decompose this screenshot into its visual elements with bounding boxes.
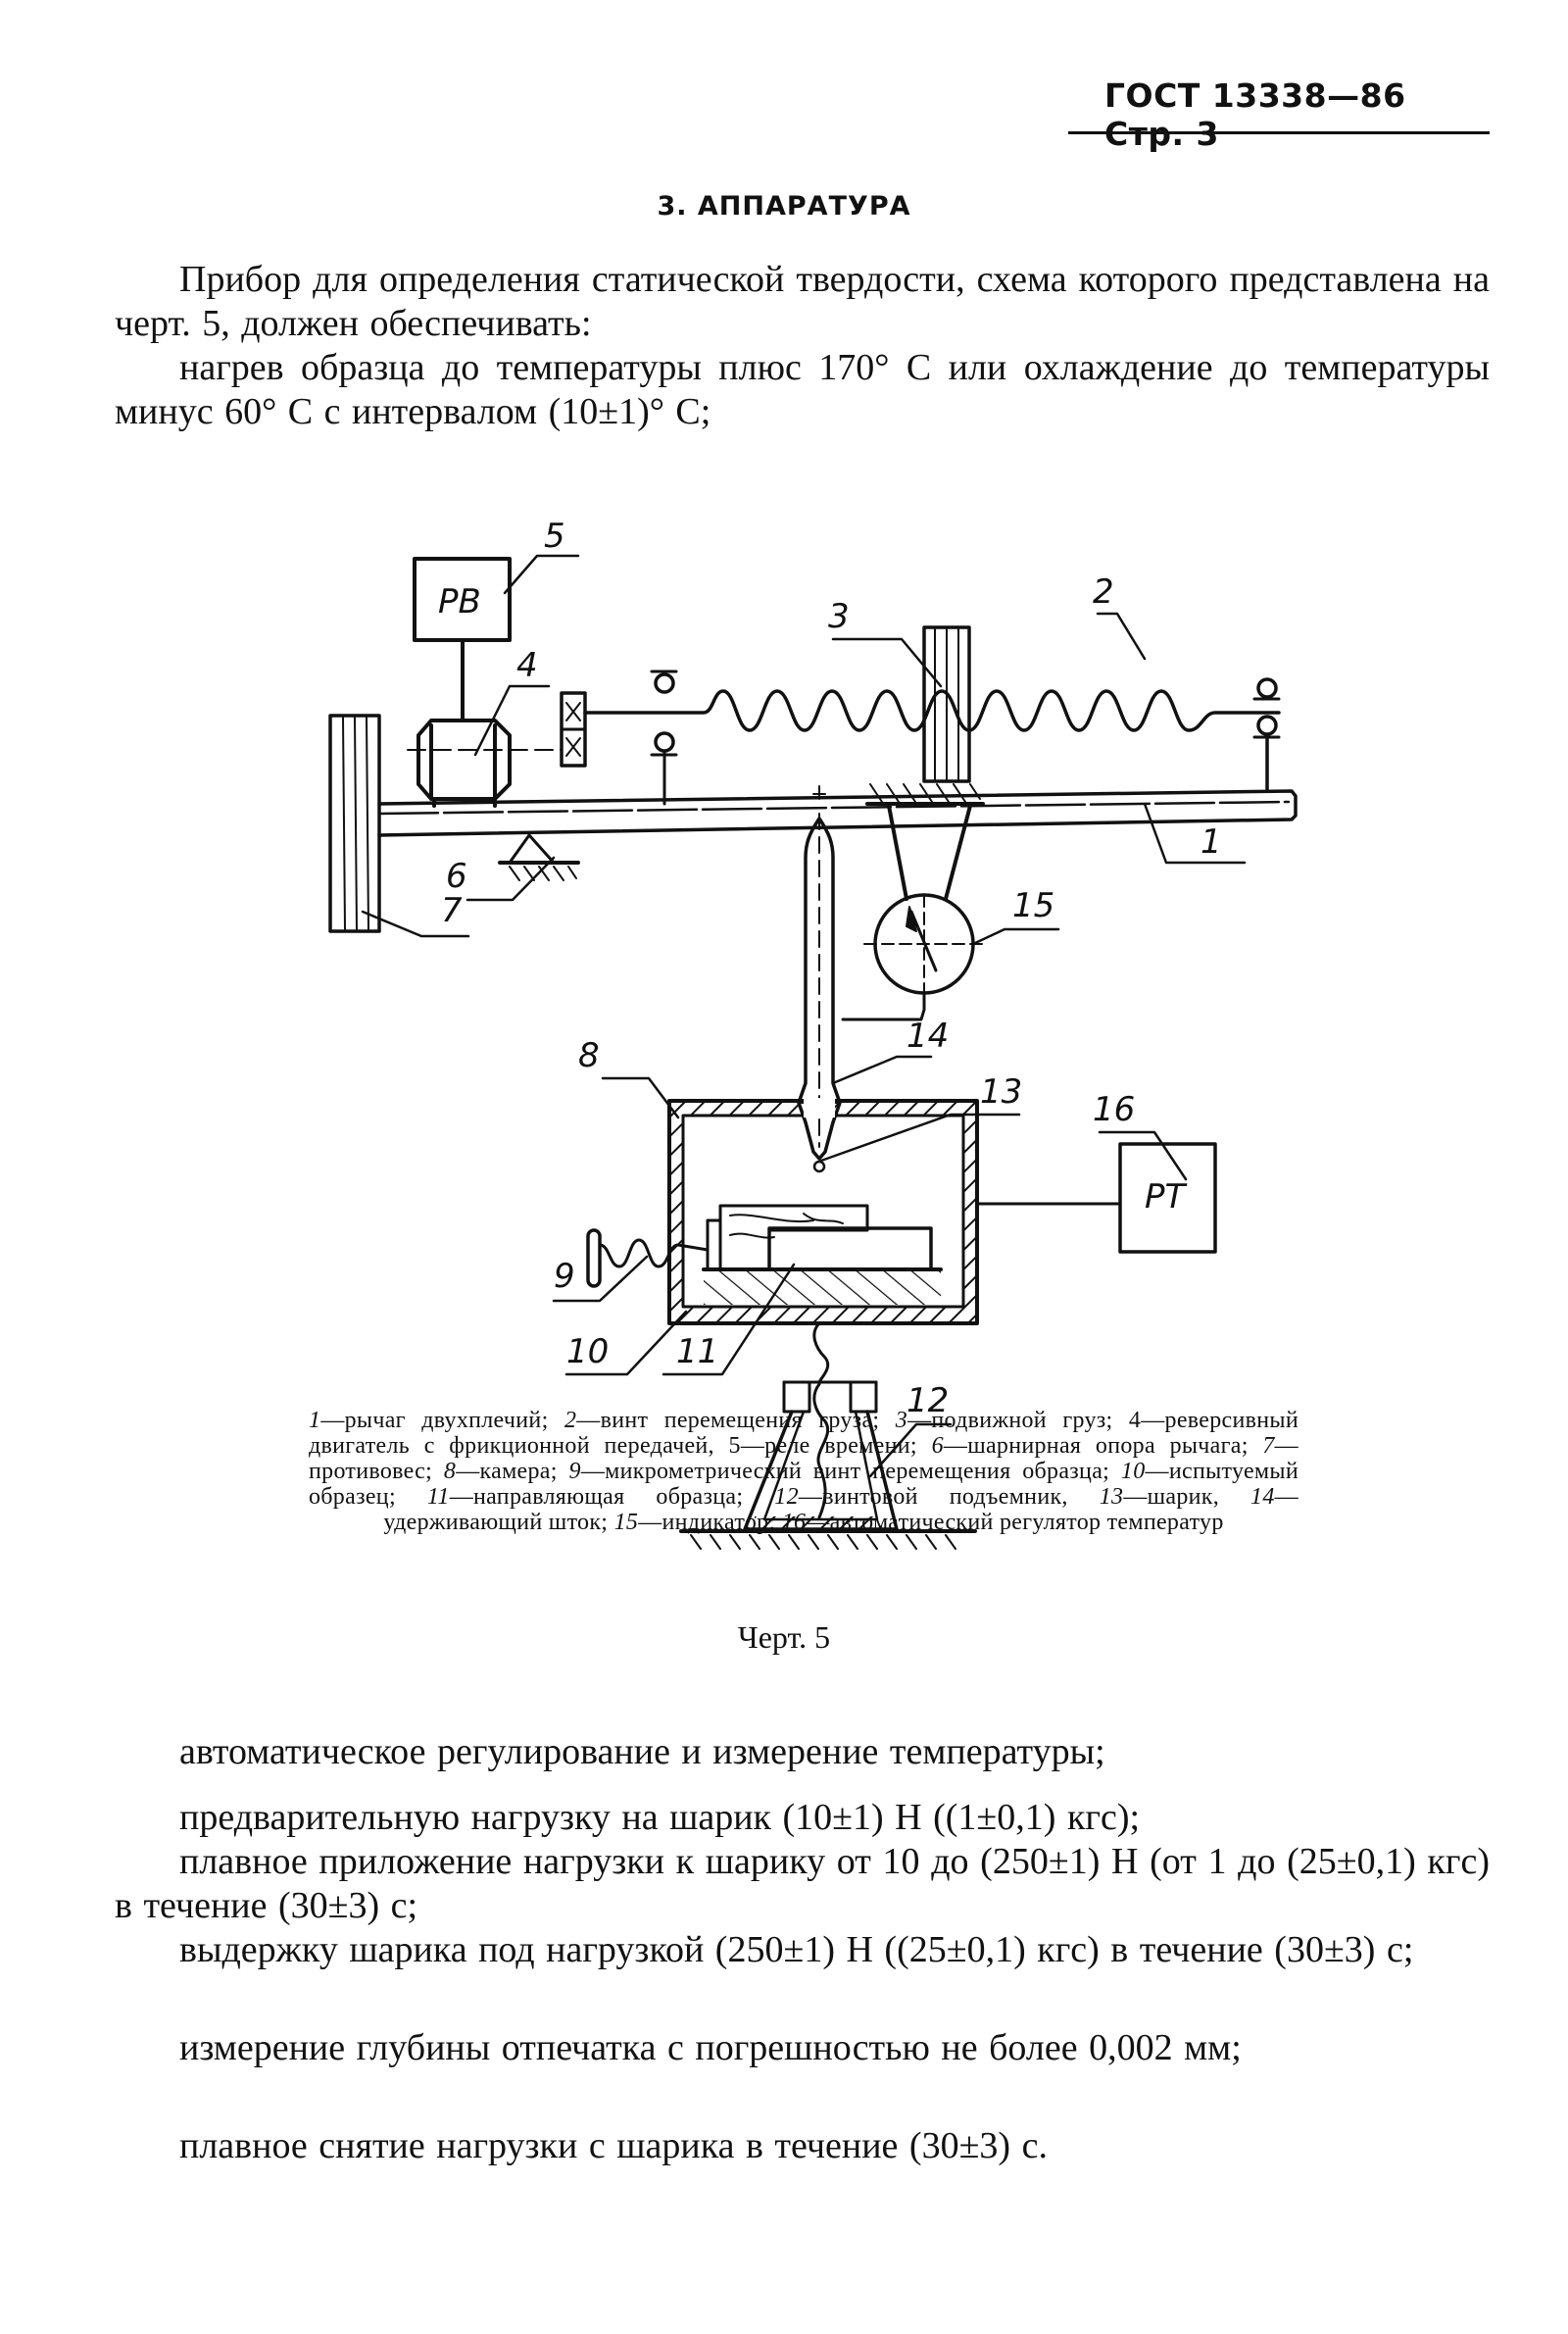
- callout-4: 4: [516, 646, 538, 685]
- legend-item: 6—шарнирная опора рычага;: [931, 1433, 1249, 1459]
- callout-12: 12: [906, 1381, 949, 1420]
- callout-8: 8: [578, 1036, 600, 1075]
- time-relay-block: PB: [413, 557, 512, 722]
- legend-item: 13—шарик,: [1099, 1484, 1220, 1510]
- legend-item: 9—микрометрический винт перемещения обра…: [568, 1459, 1110, 1484]
- callout-numbers: 5 4 3 2 1 6 7 8 9 10 11 12 13 14 15 16: [441, 517, 1222, 1420]
- callout-10: 10: [566, 1332, 609, 1371]
- standard-number: ГОСТ 13338—86: [1104, 76, 1406, 115]
- legend-item: 16—автоматический регулятор температур: [781, 1510, 1224, 1535]
- movable-weight: [922, 625, 971, 783]
- legend-item: 10—испытуемый образец;: [309, 1459, 1298, 1510]
- callout-9: 9: [554, 1257, 575, 1296]
- micrometric-screw: [586, 1228, 710, 1288]
- relay-label: PB: [438, 582, 481, 621]
- callout-leaders: [361, 554, 1247, 1478]
- specimen-and-guide: [702, 1204, 943, 1305]
- legend-item: 2—винт перемещения груза;: [564, 1408, 880, 1433]
- callout-5: 5: [544, 517, 565, 556]
- callout-16: 16: [1093, 1090, 1135, 1129]
- legend-item: 8—камера;: [443, 1459, 558, 1484]
- intro-text-1: Прибор для определения статической тверд…: [115, 259, 1490, 344]
- section-title: 3. АППАРАТУРА: [657, 191, 911, 222]
- intro-text-2: нагрев образца до температуры плюс 170° …: [115, 347, 1490, 432]
- legend-item: 15—индикатор;: [613, 1510, 776, 1535]
- callout-13: 13: [980, 1072, 1022, 1112]
- legend-item: 4—реверсивный двигатель с фрикционной пе…: [309, 1408, 1298, 1459]
- dial-indicator: [841, 783, 986, 1021]
- reversible-motor: [407, 719, 563, 808]
- left-bearing: [650, 670, 678, 806]
- callout-15: 15: [1012, 886, 1054, 925]
- intro-paragraph-1: Прибор для определения статической тверд…: [115, 258, 1490, 346]
- callout-6: 6: [446, 857, 467, 896]
- requirement-3: плавное приложение нагрузки к шарику от …: [115, 1841, 1490, 1926]
- callout-7: 7: [441, 891, 463, 930]
- coupling: [560, 691, 587, 768]
- figure-legend: 1—рычаг двухплечий; 2—винт перемещения г…: [309, 1408, 1298, 1535]
- legend-item: 12—винтовой подъемник,: [774, 1484, 1068, 1510]
- legend-item: 3—подвижной груз;: [895, 1408, 1113, 1433]
- callout-14: 14: [906, 1017, 949, 1056]
- two-arm-lever: [377, 789, 1298, 837]
- requirement-4: выдержку шарика под нагрузкой (250±1) Н …: [179, 1929, 1414, 1970]
- regulator-label: PT: [1145, 1177, 1188, 1217]
- legend-item: 7—противовес;: [309, 1433, 1298, 1484]
- callout-2: 2: [1093, 572, 1114, 612]
- apparatus-diagram: PB: [328, 517, 1298, 1550]
- requirement-2: предварительную нагрузку на шарик (10±1)…: [179, 1797, 1141, 1838]
- chamber: [667, 1098, 979, 1325]
- legend-item: 5—реле времени;: [728, 1433, 917, 1459]
- figure-title: Черт. 5: [737, 1619, 831, 1655]
- screw-lift: [679, 1321, 977, 1550]
- callout-1: 1: [1200, 822, 1222, 862]
- counterweight: [328, 714, 381, 933]
- lever-hinge-support: [498, 833, 580, 881]
- weight-screw: [583, 689, 1281, 732]
- requirement-5: измерение глубины отпечатка с погрешност…: [179, 2027, 1242, 2068]
- legend-item: 1—рычаг двухплечий;: [309, 1408, 549, 1433]
- temperature-regulator-block: PT: [975, 1142, 1217, 1254]
- intro-paragraph-2: нагрев образца до температуры плюс 170° …: [115, 346, 1490, 434]
- callout-11: 11: [676, 1332, 718, 1371]
- right-bearing: [1252, 677, 1281, 791]
- header-rule: [1068, 131, 1490, 134]
- ball: [812, 1160, 826, 1173]
- legend-item: 14—удерживающий шток;: [383, 1484, 1298, 1535]
- legend-item: 11—направляющая образца;: [426, 1484, 744, 1510]
- requirement-6: плавное снятие нагрузки с шарика в течен…: [179, 2125, 1048, 2166]
- callout-3: 3: [828, 597, 850, 636]
- requirement-1: автоматическое регулирование и измерение…: [179, 1731, 1105, 1772]
